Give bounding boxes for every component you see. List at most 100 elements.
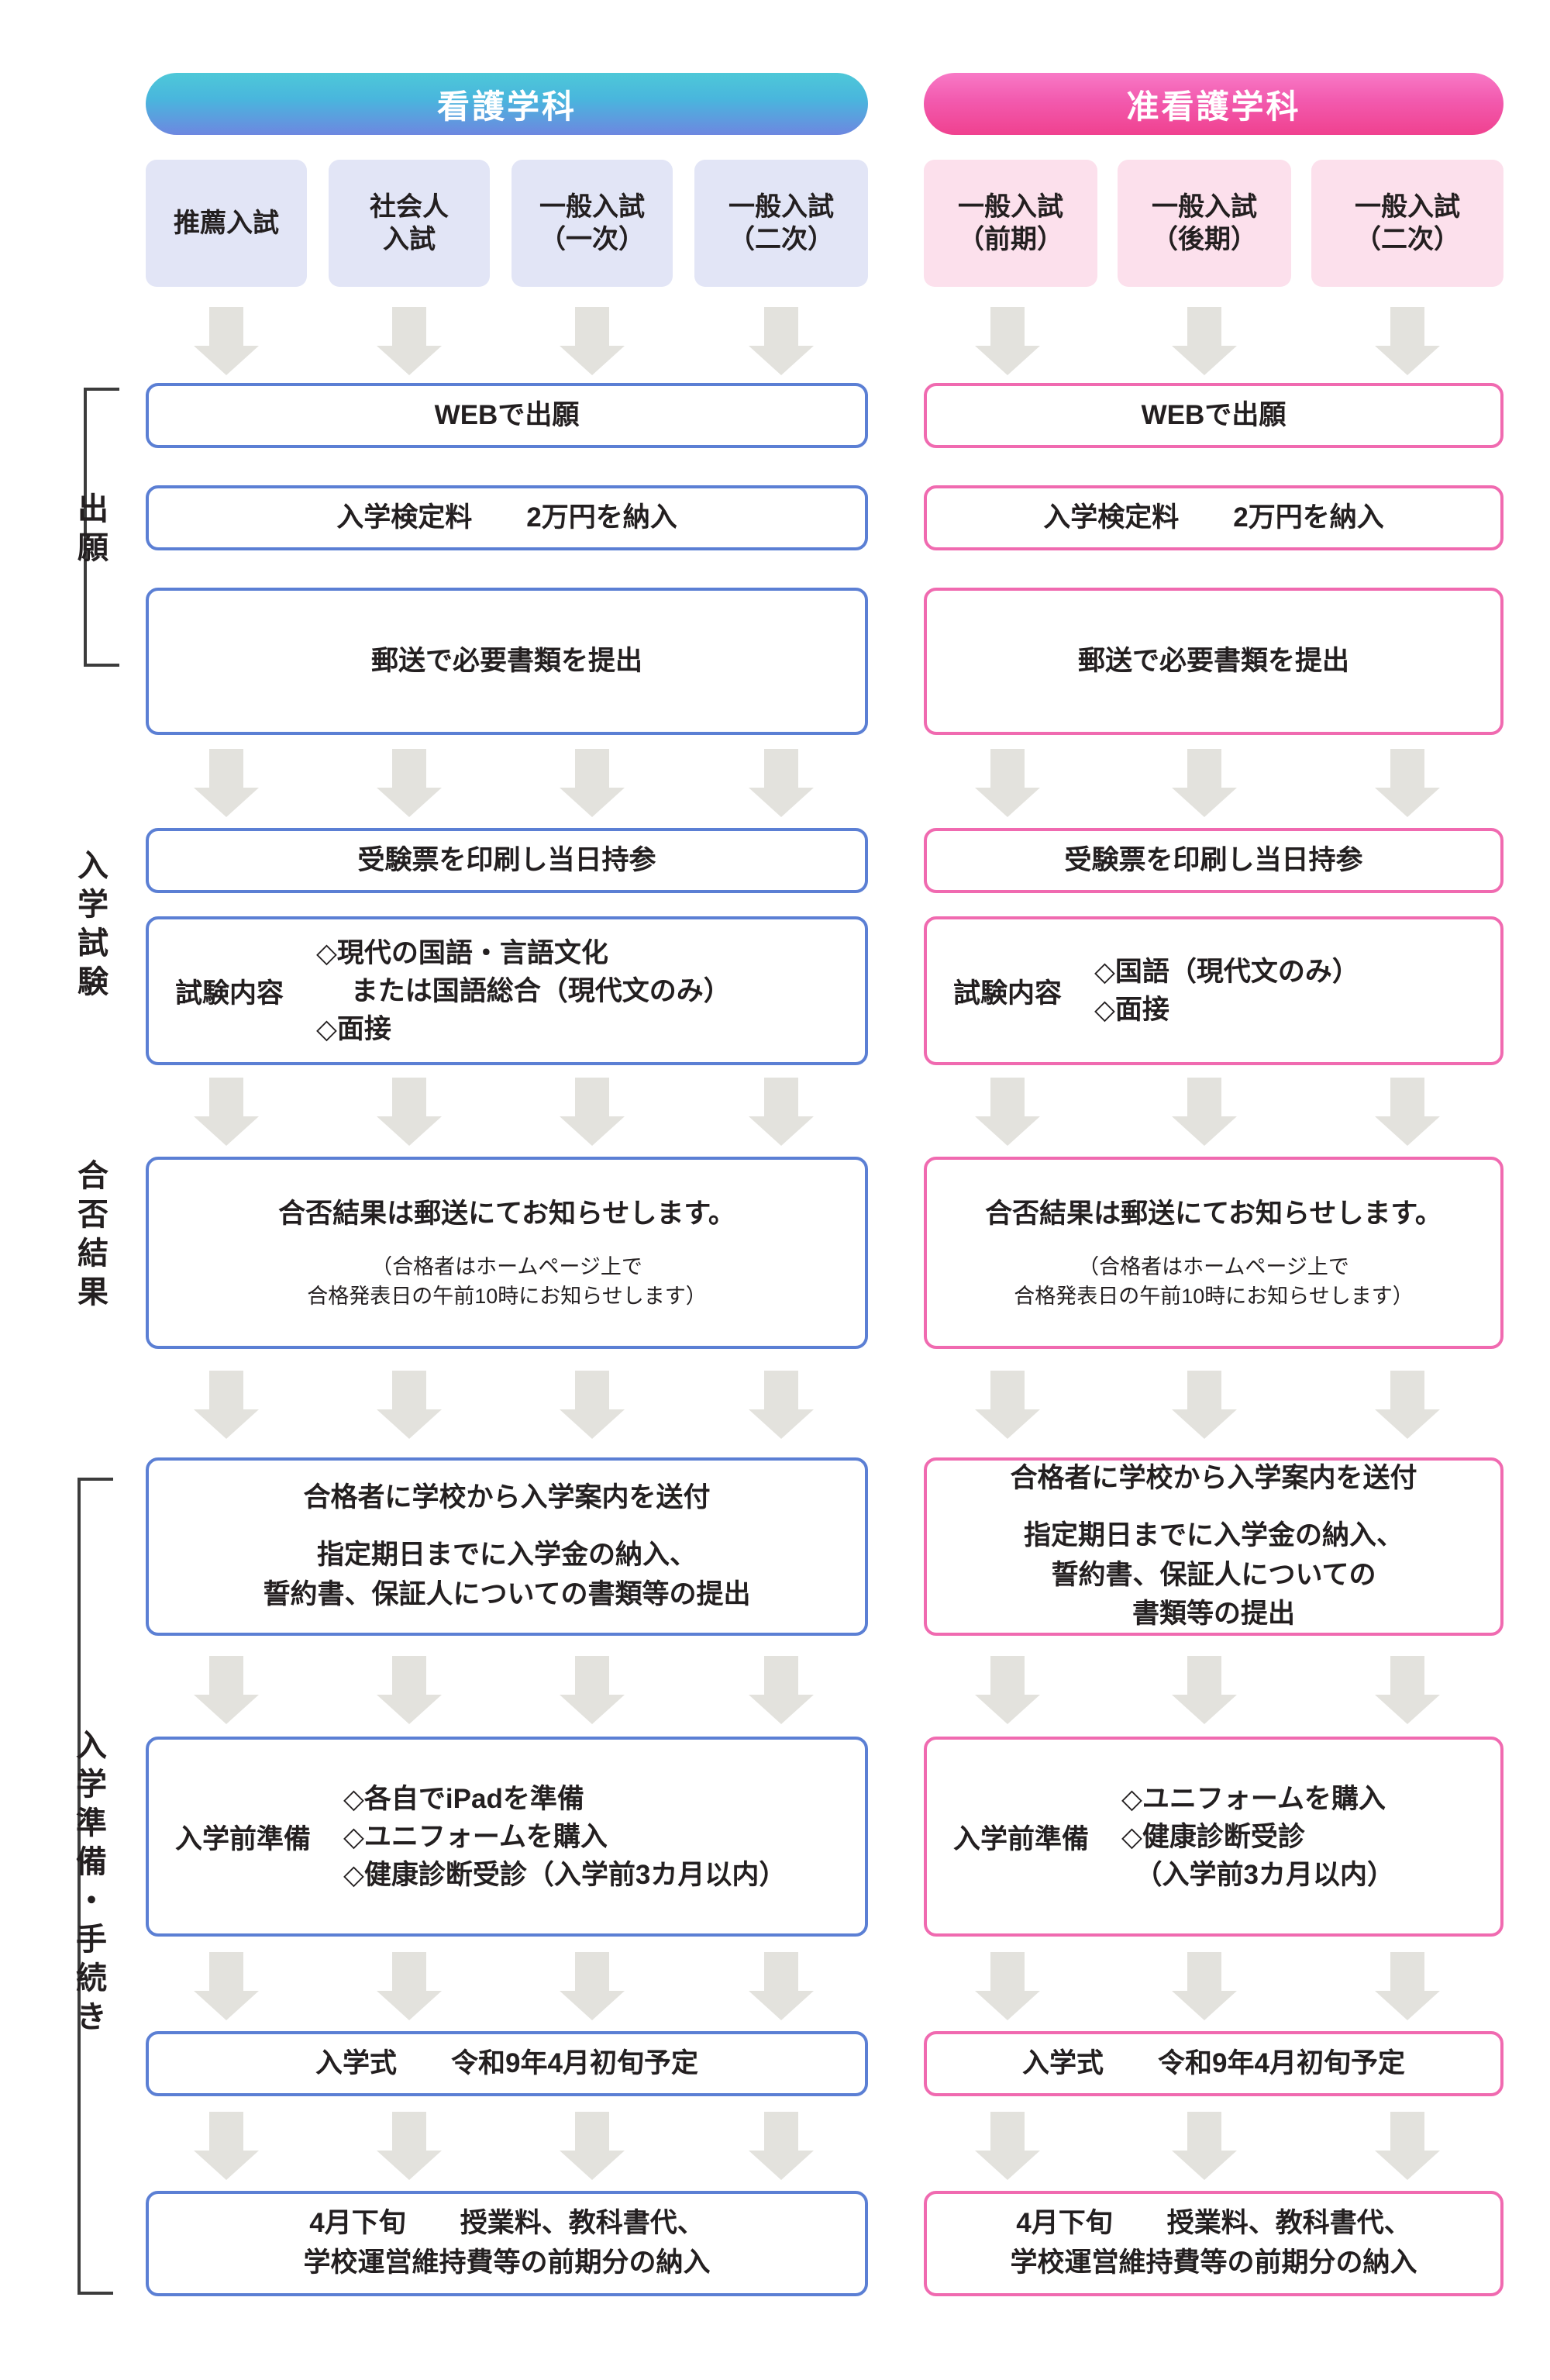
arrow-down-left-r4-c3 <box>555 1371 629 1442</box>
step-box-left-result: 合否結果は郵送にてお知らせします。 （合格者はホームページ上で 合格発表日の午前… <box>146 1157 868 1349</box>
stage-bracket-preparation <box>78 1478 113 2295</box>
department-header-left-title: 看護学科 <box>436 88 577 125</box>
exam-type-chip-right-2[interactable]: 一般入試 （後期） <box>1118 160 1291 287</box>
step-box-right-result: 合否結果は郵送にてお知らせします。 （合格者はホームページ上で 合格発表日の午前… <box>924 1157 1504 1349</box>
step-box-right-enroll-guide: 合格者に学校から入学案内を送付 指定期日までに入学金の納入、 誓約書、保証人につ… <box>924 1457 1504 1636</box>
step-box-right-exam-content: 試験内容 ◇国語（現代文のみ） ◇面接 <box>924 916 1504 1065</box>
step-box-right-ceremony: 入学式 令和9年4月初旬予定 <box>924 2031 1504 2096</box>
step-value-right-prep: ◇ユニフォームを購入 ◇健康診断受診 （入学前3カ月以内） <box>1121 1783 1394 1890</box>
arrow-down-left-r4-c1 <box>189 1371 264 1442</box>
arrow-down-right-r2-c2 <box>1167 749 1242 820</box>
arrow-down-right-r6-c3 <box>1370 1952 1445 2023</box>
arrow-down-right-r4-c3 <box>1370 1371 1445 1442</box>
arrow-down-right-r3-c2 <box>1167 1078 1242 1149</box>
step-box-right-prep: 入学前準備 ◇ユニフォームを購入 ◇健康診断受診 （入学前3カ月以内） <box>924 1737 1504 1937</box>
step-text-left-enroll-guide-sub: 指定期日までに入学金の納入、 誓約書、保証人についての書類等の提出 <box>263 1540 751 1609</box>
step-box-right-tuition: 4月下旬 授業料、教科書代、 学校運営維持費等の前期分の納入 <box>924 2191 1504 2296</box>
department-header-right-title: 准看護学科 <box>1126 88 1301 125</box>
stage-label-application-text: 出願 <box>73 492 107 570</box>
exam-type-chip-left-3[interactable]: 一般入試 （一次） <box>512 160 673 287</box>
step-label-right-exam-content: 試験内容 <box>953 978 1063 1009</box>
arrow-down-left-r2-c1 <box>189 749 264 820</box>
arrow-down-left-r3-c4 <box>744 1078 818 1149</box>
step-box-left-mail-docs: 郵送で必要書類を提出 <box>146 588 868 735</box>
arrow-down-right-r1-c3 <box>1370 307 1445 378</box>
arrow-down-left-r1-c4 <box>744 307 818 378</box>
arrow-down-left-r2-c3 <box>555 749 629 820</box>
stage-label-results-text: 合否結果 <box>73 1159 107 1314</box>
arrow-down-right-r7-c1 <box>970 2112 1045 2183</box>
step-text-right-tuition: 4月下旬 授業料、教科書代、 学校運営維持費等の前期分の納入 <box>1010 2208 1417 2278</box>
step-box-right-print-ticket: 受験票を印刷し当日持参 <box>924 828 1504 893</box>
arrow-down-right-r6-c2 <box>1167 1952 1242 2023</box>
arrow-down-left-r4-c2 <box>372 1371 446 1442</box>
step-text-left-result-sub: （合格者はホームページ上で 合格発表日の午前10時にお知らせします） <box>307 1254 707 1308</box>
step-label-left-exam-content: 試験内容 <box>175 978 284 1009</box>
arrow-down-left-r1-c3 <box>555 307 629 378</box>
step-text-left-print-ticket: 受験票を印刷し当日持参 <box>357 844 656 875</box>
stage-label-entrance-exam: 入学試験 <box>59 837 121 1016</box>
step-text-left-tuition: 4月下旬 授業料、教科書代、 学校運営維持費等の前期分の納入 <box>303 2208 711 2278</box>
arrow-down-left-r1-c1 <box>189 307 264 378</box>
step-text-right-web-apply: WEBで出願 <box>1141 399 1286 430</box>
step-text-right-enroll-guide-sub: 指定期日までに入学金の納入、 誓約書、保証人についての 書類等の提出 <box>1023 1519 1404 1630</box>
stage-label-preparation: 入学準備・手続き <box>56 1690 121 2078</box>
arrow-down-right-r3-c1 <box>970 1078 1045 1149</box>
arrow-down-left-r3-c3 <box>555 1078 629 1149</box>
step-text-right-result-main: 合否結果は郵送にてお知らせします。 <box>985 1198 1442 1229</box>
step-box-left-web-apply: WEBで出願 <box>146 383 868 448</box>
arrow-down-left-r6-c3 <box>555 1952 629 2023</box>
arrow-down-right-r1-c2 <box>1167 307 1242 378</box>
arrow-down-right-r5-c2 <box>1167 1656 1242 1727</box>
exam-type-chip-left-1[interactable]: 推薦入試 <box>146 160 307 287</box>
arrow-down-left-r7-c4 <box>744 2112 818 2183</box>
arrow-down-left-r7-c2 <box>372 2112 446 2183</box>
step-box-right-mail-docs: 郵送で必要書類を提出 <box>924 588 1504 735</box>
arrow-down-left-r4-c4 <box>744 1371 818 1442</box>
arrow-down-right-r5-c3 <box>1370 1656 1445 1727</box>
step-box-right-exam-fee: 入学検定料 2万円を納入 <box>924 485 1504 550</box>
arrow-down-right-r1-c1 <box>970 307 1045 378</box>
step-value-left-exam-content: ◇現代の国語・言語文化 または国語総合（現代文のみ） ◇面接 <box>316 937 731 1044</box>
arrow-down-right-r3-c3 <box>1370 1078 1445 1149</box>
arrow-down-left-r3-c2 <box>372 1078 446 1149</box>
step-value-right-exam-content: ◇国語（現代文のみ） ◇面接 <box>1094 957 1359 1025</box>
step-value-left-prep: ◇各自でiPadを準備 ◇ユニフォームを購入 ◇健康診断受診（入学前3カ月以内） <box>343 1783 787 1890</box>
exam-type-chip-left-4[interactable]: 一般入試 （二次） <box>694 160 868 287</box>
exam-type-chip-right-1[interactable]: 一般入試 （前期） <box>924 160 1097 287</box>
step-box-left-prep: 入学前準備 ◇各自でiPadを準備 ◇ユニフォームを購入 ◇健康診断受診（入学前… <box>146 1737 868 1937</box>
arrow-down-left-r5-c3 <box>555 1656 629 1727</box>
arrow-down-left-r6-c4 <box>744 1952 818 2023</box>
arrow-down-left-r2-c4 <box>744 749 818 820</box>
arrow-down-right-r6-c1 <box>970 1952 1045 2023</box>
step-box-right-web-apply: WEBで出願 <box>924 383 1504 448</box>
step-label-left-prep: 入学前準備 <box>175 1823 312 1854</box>
step-box-left-enroll-guide: 合格者に学校から入学案内を送付 指定期日までに入学金の納入、 誓約書、保証人につ… <box>146 1457 868 1636</box>
step-text-left-result-main: 合否結果は郵送にてお知らせします。 <box>278 1198 735 1229</box>
arrow-down-right-r7-c2 <box>1167 2112 1242 2183</box>
step-text-left-mail-docs: 郵送で必要書類を提出 <box>370 645 642 676</box>
arrow-down-right-r2-c1 <box>970 749 1045 820</box>
step-text-left-enroll-guide-main: 合格者に学校から入学案内を送付 <box>303 1482 711 1513</box>
step-text-left-web-apply: WEBで出願 <box>434 399 580 430</box>
arrow-down-left-r7-c1 <box>189 2112 264 2183</box>
step-label-right-prep: 入学前準備 <box>953 1823 1090 1854</box>
step-text-right-ceremony: 入学式 令和9年4月初旬予定 <box>1022 2047 1405 2078</box>
step-box-left-exam-content: 試験内容 ◇現代の国語・言語文化 または国語総合（現代文のみ） ◇面接 <box>146 916 868 1065</box>
arrow-down-right-r4-c1 <box>970 1371 1045 1442</box>
department-header-left: 看護学科 <box>146 73 868 135</box>
exam-type-chip-left-2[interactable]: 社会人 入試 <box>329 160 490 287</box>
stage-label-entrance-exam-text: 入学試験 <box>73 849 107 1004</box>
stage-label-results: 合否結果 <box>59 1147 121 1326</box>
step-text-right-result-sub: （合格者はホームページ上で 合格発表日の午前10時にお知らせします） <box>1014 1254 1414 1308</box>
step-text-right-exam-fee: 入学検定料 2万円を納入 <box>1043 502 1384 533</box>
arrow-down-right-r4-c2 <box>1167 1371 1242 1442</box>
exam-type-chip-right-3[interactable]: 一般入試 （二次） <box>1311 160 1504 287</box>
arrow-down-right-r2-c3 <box>1370 749 1445 820</box>
arrow-down-left-r2-c2 <box>372 749 446 820</box>
arrow-down-left-r6-c1 <box>189 1952 264 2023</box>
stage-bracket-application <box>84 388 119 667</box>
arrow-down-right-r5-c1 <box>970 1656 1045 1727</box>
stage-label-preparation-text: 入学準備・手続き <box>71 1729 105 2039</box>
arrow-down-left-r6-c2 <box>372 1952 446 2023</box>
